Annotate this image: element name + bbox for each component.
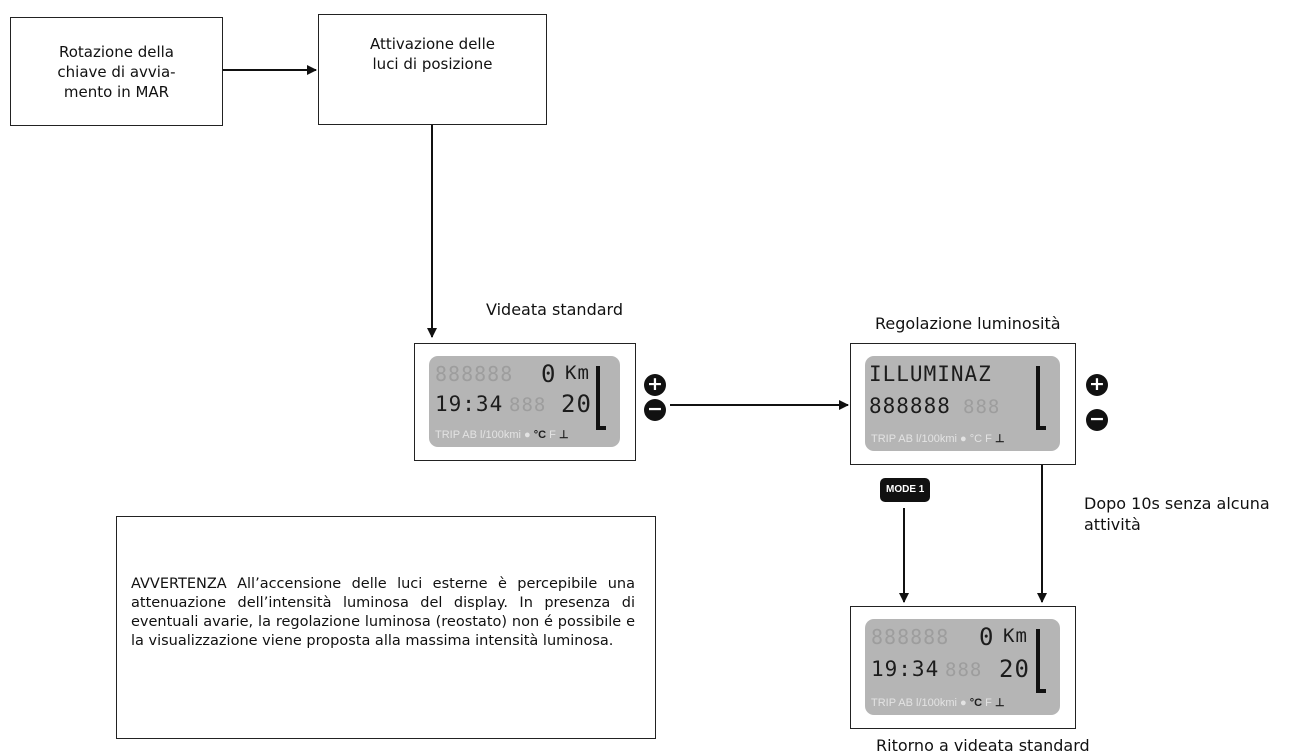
lcd-screen: 888888 0 Km 19:34 888 20 TRIP AB l/100km… bbox=[429, 356, 620, 447]
step-position-lights-line: luci di posizione bbox=[372, 55, 493, 73]
display-standard: 888888 0 Km 19:34 888 20 TRIP AB l/100km… bbox=[414, 343, 636, 461]
step-key-rotation-line: Rotazione della bbox=[58, 42, 174, 61]
plus-button[interactable]: + bbox=[1086, 374, 1108, 396]
lcd-status-row: TRIP AB l/100kmi ● °C F ⊥ bbox=[871, 433, 1005, 445]
lcd-ghost-segments: 888888 bbox=[435, 362, 514, 386]
label-return-standard: Ritorno a videata standard bbox=[876, 736, 1090, 755]
lcd-status-text: TRIP AB l/100kmi bbox=[871, 433, 957, 445]
lcd-status-unit: °C F bbox=[969, 433, 992, 445]
lcd-clock: 19:34 bbox=[871, 657, 940, 681]
lcd-odometer-unit: Km bbox=[1003, 625, 1028, 647]
lcd-status-unit: °C bbox=[533, 429, 547, 441]
lcd-brightness-level: 888888 bbox=[869, 394, 951, 418]
lcd-odometer-value: 0 bbox=[541, 360, 557, 388]
display-brightness: ILLUMINAZ 888888 888 TRIP AB l/100kmi ● … bbox=[850, 343, 1076, 465]
step-key-rotation-line: chiave di avvia- bbox=[57, 62, 176, 81]
lcd-status-suffix: F bbox=[985, 697, 992, 709]
warning-text: AVVERTENZA All’accensione delle luci est… bbox=[131, 576, 635, 649]
lcd-status-suffix: F bbox=[549, 429, 556, 441]
step-position-lights: Attivazione delle luci di posizione bbox=[318, 14, 547, 125]
lcd-status-text: TRIP AB l/100kmi bbox=[435, 429, 521, 441]
lcd-clock: 19:34 bbox=[435, 392, 504, 416]
lcd-status-row: TRIP AB l/100kmi ● °C F ⊥ bbox=[435, 429, 569, 441]
plus-button[interactable]: + bbox=[644, 374, 666, 396]
minus-button[interactable]: − bbox=[644, 399, 666, 421]
lcd-odometer-value: 0 bbox=[979, 623, 995, 651]
label-timeout-line: attività bbox=[1084, 515, 1141, 534]
warning-note: AVVERTENZA All’accensione delle luci est… bbox=[116, 516, 656, 739]
lcd-temperature: 20 bbox=[999, 655, 1030, 683]
lcd-screen: ILLUMINAZ 888888 888 TRIP AB l/100kmi ● … bbox=[865, 356, 1060, 451]
lcd-temperature: 20 bbox=[561, 390, 592, 418]
lcd-status-row: TRIP AB l/100kmi ● °C F ⊥ bbox=[871, 697, 1005, 709]
thermometer-icon: ⊥ bbox=[994, 433, 1005, 445]
step-key-rotation: Rotazione della chiave di avvia- mento i… bbox=[10, 17, 223, 126]
lcd-odometer-unit: Km bbox=[565, 362, 590, 384]
step-position-lights-line: Attivazione delle bbox=[369, 35, 496, 53]
minus-button[interactable]: − bbox=[1086, 409, 1108, 431]
lcd-status-text: TRIP AB l/100kmi bbox=[871, 697, 957, 709]
lcd-status-unit: °C bbox=[969, 697, 983, 709]
thermometer-icon: ⊥ bbox=[558, 429, 569, 441]
lcd-ghost-segments: 888888 bbox=[871, 625, 950, 649]
lcd-ghost-segments: 888 bbox=[509, 394, 547, 416]
mode-button[interactable]: MODE 1 bbox=[880, 478, 931, 502]
lcd-level-bar bbox=[596, 366, 606, 430]
label-brightness-adjust: Regolazione luminosità bbox=[875, 314, 1061, 333]
lcd-level-bar bbox=[1036, 366, 1046, 430]
lcd-ghost-segments: 888 bbox=[945, 659, 983, 681]
lcd-screen: 888888 0 Km 19:34 888 20 TRIP AB l/100km… bbox=[865, 619, 1060, 715]
display-return-standard: 888888 0 Km 19:34 888 20 TRIP AB l/100km… bbox=[850, 606, 1076, 729]
lcd-level-bar bbox=[1036, 629, 1046, 693]
label-timeout: Dopo 10s senza alcuna attività bbox=[1084, 493, 1270, 535]
step-key-rotation-line: mento in MAR bbox=[63, 82, 170, 101]
label-timeout-line: Dopo 10s senza alcuna bbox=[1084, 494, 1270, 513]
label-standard-view: Videata standard bbox=[486, 300, 623, 319]
lcd-ghost-segments: 888 bbox=[963, 396, 1001, 418]
thermometer-icon: ⊥ bbox=[994, 697, 1005, 709]
lcd-brightness-title: ILLUMINAZ bbox=[869, 362, 992, 386]
